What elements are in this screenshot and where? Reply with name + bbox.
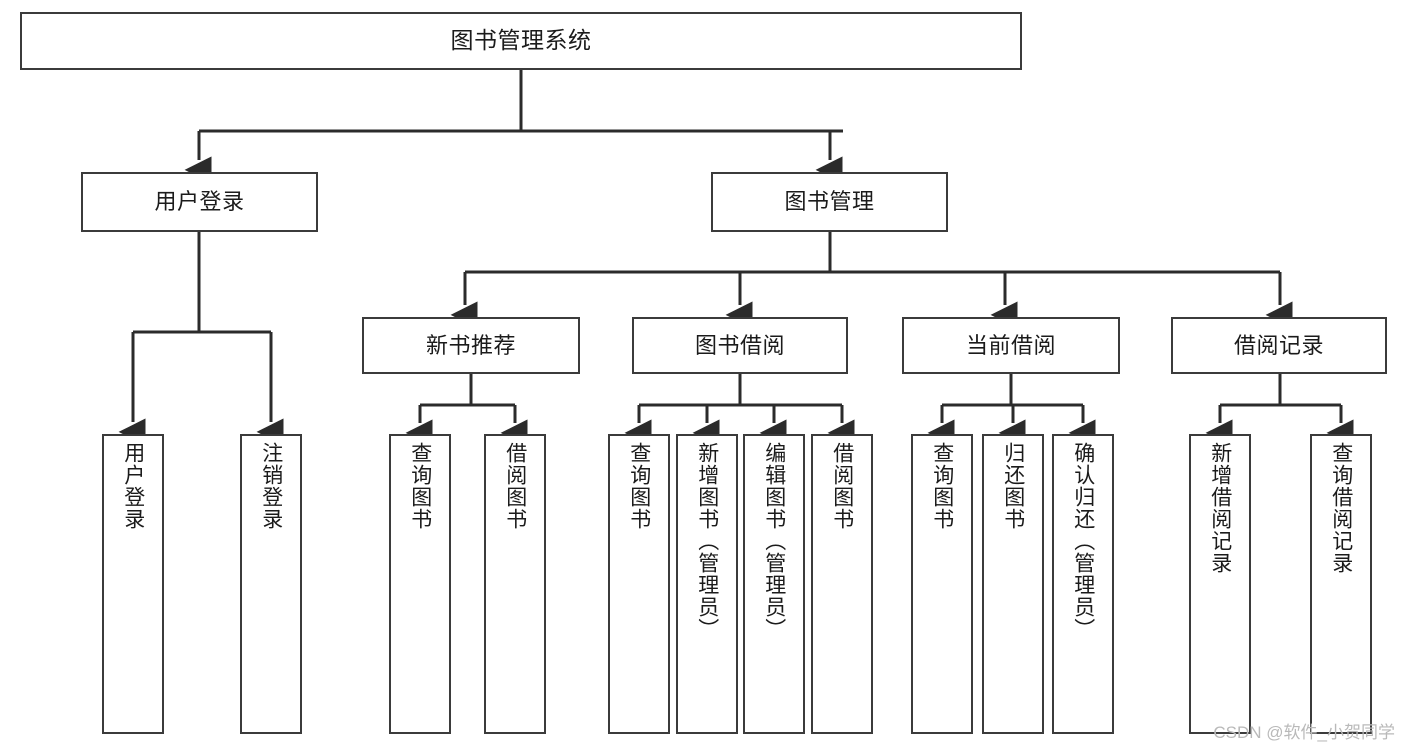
node-leaf-query-book-1[interactable]: 查询图书 [389, 434, 451, 734]
node-leaf-query-record[interactable]: 查询借阅记录 [1310, 434, 1372, 734]
node-root-label: 图书管理系统 [450, 27, 592, 54]
node-leaf-query-book-1-label: 查询图书 [408, 442, 432, 530]
node-book-borrow[interactable]: 图书借阅 [632, 317, 848, 374]
node-leaf-query-book-2[interactable]: 查询图书 [608, 434, 670, 734]
node-leaf-borrow-book-2[interactable]: 借阅图书 [811, 434, 873, 734]
node-new-book-recommend[interactable]: 新书推荐 [362, 317, 580, 374]
node-leaf-query-book-2-label: 查询图书 [627, 442, 651, 530]
node-leaf-borrow-book-1[interactable]: 借阅图书 [484, 434, 546, 734]
node-leaf-add-record-label: 新增借阅记录 [1208, 442, 1232, 574]
node-user-login-label: 用户登录 [154, 189, 245, 215]
node-leaf-user-login[interactable]: 用户登录 [102, 434, 164, 734]
node-borrow-record-label: 借阅记录 [1233, 332, 1324, 358]
node-leaf-add-book[interactable]: 新增图书（管理员） [676, 434, 738, 734]
node-leaf-add-book-label: 新增图书（管理员） [695, 442, 719, 640]
node-user-login[interactable]: 用户登录 [81, 172, 318, 232]
node-leaf-query-book-3[interactable]: 查询图书 [911, 434, 973, 734]
node-leaf-return-book-label: 归还图书 [1001, 442, 1025, 530]
node-new-book-recommend-label: 新书推荐 [425, 332, 516, 358]
node-borrow-record[interactable]: 借阅记录 [1171, 317, 1387, 374]
node-current-borrow[interactable]: 当前借阅 [902, 317, 1120, 374]
node-book-manage-label: 图书管理 [784, 189, 875, 215]
csdn-watermark: CSDN @软件_小贺同学 [1213, 723, 1395, 742]
node-leaf-borrow-book-2-label: 借阅图书 [830, 442, 854, 530]
node-leaf-query-record-label: 查询借阅记录 [1329, 442, 1353, 574]
node-current-borrow-label: 当前借阅 [965, 332, 1056, 358]
node-leaf-confirm-return-label: 确认归还（管理员） [1071, 442, 1095, 640]
node-leaf-edit-book[interactable]: 编辑图书（管理员） [743, 434, 805, 734]
node-leaf-add-record[interactable]: 新增借阅记录 [1189, 434, 1251, 734]
node-leaf-confirm-return[interactable]: 确认归还（管理员） [1052, 434, 1114, 734]
node-book-manage[interactable]: 图书管理 [711, 172, 948, 232]
node-leaf-logout[interactable]: 注销登录 [240, 434, 302, 734]
node-leaf-return-book[interactable]: 归还图书 [982, 434, 1044, 734]
node-root[interactable]: 图书管理系统 [20, 12, 1022, 70]
node-book-borrow-label: 图书借阅 [694, 332, 785, 358]
node-leaf-query-book-3-label: 查询图书 [930, 442, 954, 530]
node-leaf-logout-label: 注销登录 [259, 442, 283, 530]
node-leaf-edit-book-label: 编辑图书（管理员） [762, 442, 786, 640]
node-leaf-user-login-label: 用户登录 [121, 442, 145, 530]
node-leaf-borrow-book-1-label: 借阅图书 [503, 442, 527, 530]
